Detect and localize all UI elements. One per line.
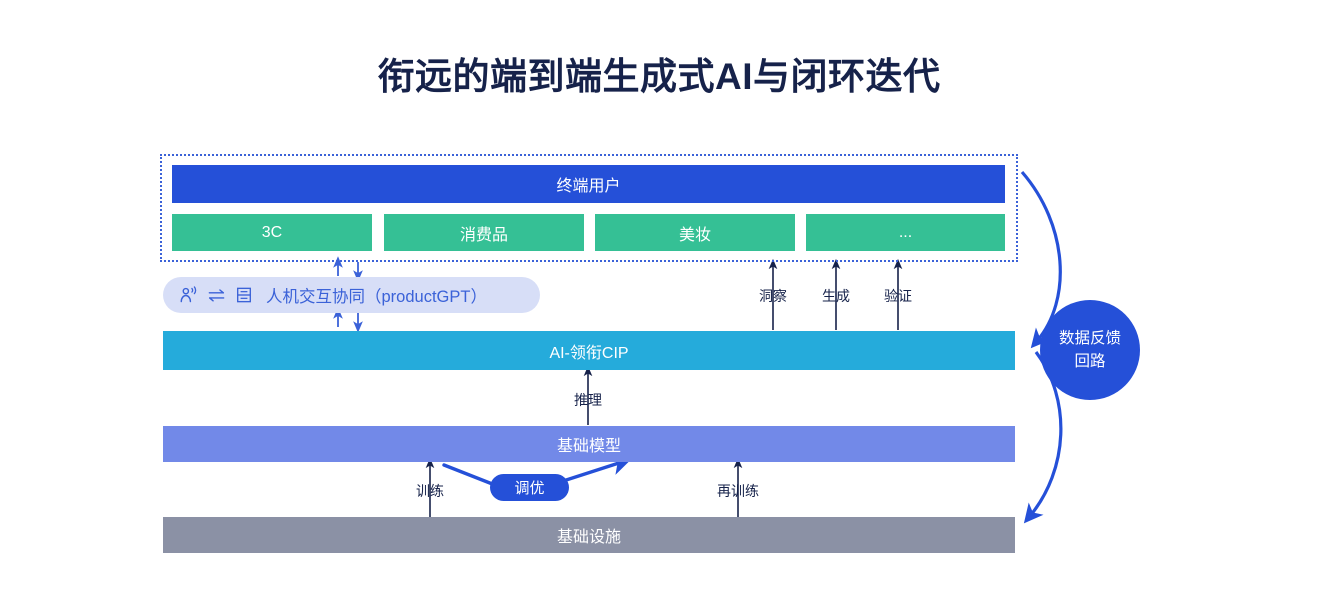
document-icon (235, 286, 253, 304)
user-group-container (160, 154, 1018, 262)
infrastructure-label: 基础设施 (556, 529, 621, 546)
exchange-arrows-icon (207, 286, 226, 305)
pill-bottom-arrows (333, 307, 363, 333)
data-feedback-loop-circle[interactable]: 数据反馈 回路 (1040, 300, 1140, 400)
category-label: 消费品 (459, 226, 508, 244)
end-user-bar[interactable]: 终端用户 (172, 165, 1005, 203)
speaking-person-icon (179, 285, 198, 305)
feedback-loop-line2: 回路 (1074, 353, 1106, 370)
pill-top-arrows (333, 256, 363, 282)
category-box-consumer-goods[interactable]: 消费品 (384, 214, 584, 251)
category-box-more[interactable]: ... (806, 214, 1005, 251)
foundation-model-label: 基础模型 (556, 438, 621, 455)
tuning-label: 调优 (514, 480, 545, 497)
connector-label-generate: 生成 (822, 288, 850, 304)
infrastructure-bar[interactable]: 基础设施 (163, 517, 1015, 553)
category-label: ... (898, 223, 913, 241)
tuning-pill[interactable]: 调优 (490, 474, 569, 501)
human-ai-collaboration-label: 人机交互协同（productGPT） (266, 288, 487, 306)
train-label: 训练 (416, 483, 444, 499)
feedback-loop-line1: 数据反馈 (1058, 329, 1121, 347)
cip-label: AI-领衔CIP (549, 344, 629, 362)
page-title: 衔远的端到端生成式AI与闭环迭代 (377, 56, 941, 97)
connector-label-insight: 洞察 (759, 288, 787, 304)
connector-label-verify: 验证 (884, 288, 912, 304)
human-ai-collaboration-pill[interactable]: 人机交互协同（productGPT） (163, 277, 540, 313)
end-user-label: 终端用户 (556, 178, 621, 195)
cip-bar[interactable]: AI-领衔CIP (163, 331, 1015, 370)
category-label: 3C (261, 223, 283, 241)
category-box-3c[interactable]: 3C (172, 214, 372, 251)
foundation-model-bar[interactable]: 基础模型 (163, 426, 1015, 462)
category-box-beauty[interactable]: 美妆 (595, 214, 795, 251)
inference-label: 推理 (574, 392, 602, 408)
category-label: 美妆 (678, 226, 711, 244)
retrain-label: 再训练 (717, 483, 759, 499)
